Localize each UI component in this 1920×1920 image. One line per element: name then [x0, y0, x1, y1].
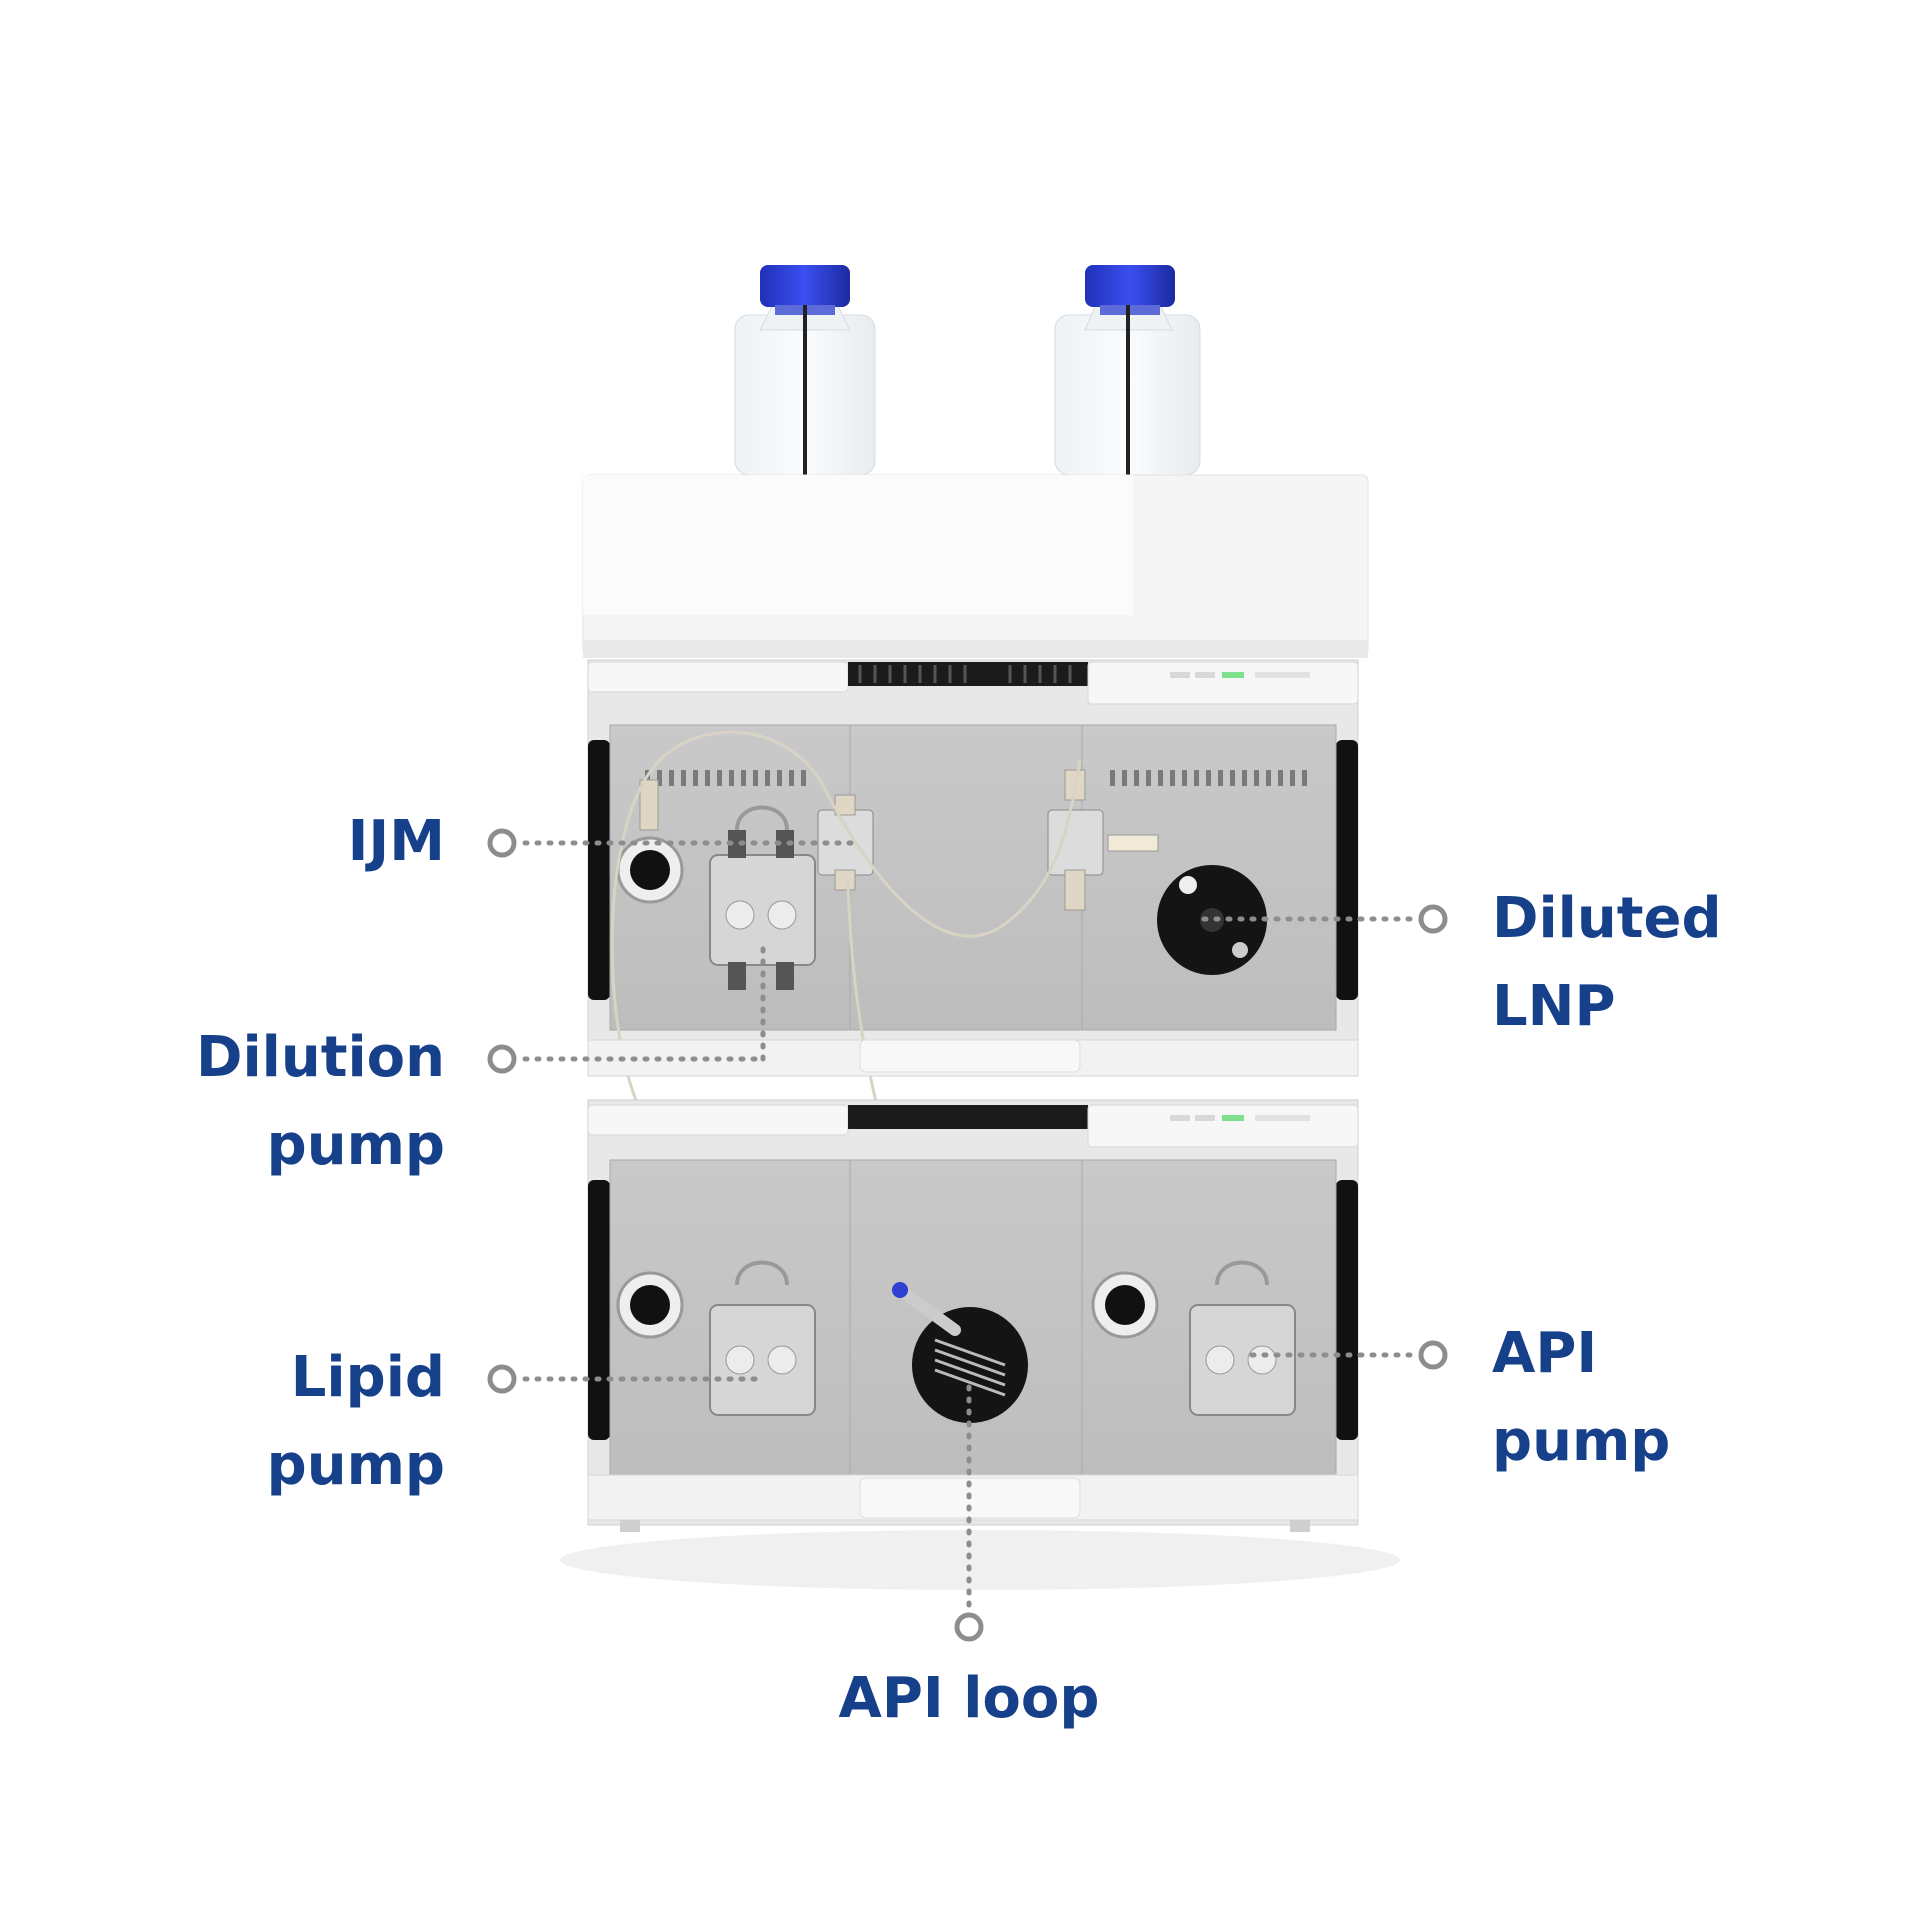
solvent-tray	[582, 474, 1369, 658]
label-api-pump-line-1: API	[1492, 1321, 1598, 1386]
leader-ijm	[487, 828, 863, 858]
leader-diluted-lnp	[1197, 904, 1448, 934]
label-api-loop: API loop	[769, 1655, 1169, 1743]
label-ijm-line-1: IJM	[347, 809, 445, 874]
label-lipid-pump: Lipid pump	[140, 1334, 445, 1510]
label-dilution-pump-line-1: Dilution	[195, 1025, 445, 1090]
leader-lipid-pump	[487, 1364, 765, 1394]
solvent-bottle-right	[1054, 265, 1201, 476]
leader-api-loop	[954, 1382, 984, 1642]
label-diluted-lnp: Diluted LNP	[1492, 875, 1792, 1051]
label-api-loop-line-1: API loop	[838, 1666, 1100, 1731]
label-diluted-lnp-line-1: Diluted	[1492, 886, 1722, 951]
upper-module	[587, 659, 1359, 1381]
label-ijm: IJM	[220, 798, 445, 886]
label-lipid-pump-line-1: Lipid	[290, 1345, 445, 1410]
label-diluted-lnp-line-2: LNP	[1492, 974, 1616, 1039]
lower-module	[587, 1099, 1359, 1532]
leader-api-pump	[1247, 1340, 1448, 1370]
floor-shadow	[560, 1530, 1400, 1590]
label-dilution-pump: Dilution pump	[140, 1014, 445, 1190]
label-api-pump-line-2: pump	[1492, 1409, 1671, 1474]
label-dilution-pump-line-2: pump	[266, 1113, 445, 1178]
label-lipid-pump-line-2: pump	[266, 1433, 445, 1498]
solvent-bottle-left	[734, 265, 876, 476]
label-api-pump: API pump	[1492, 1310, 1792, 1486]
leader-dilution-pump	[487, 937, 766, 1074]
